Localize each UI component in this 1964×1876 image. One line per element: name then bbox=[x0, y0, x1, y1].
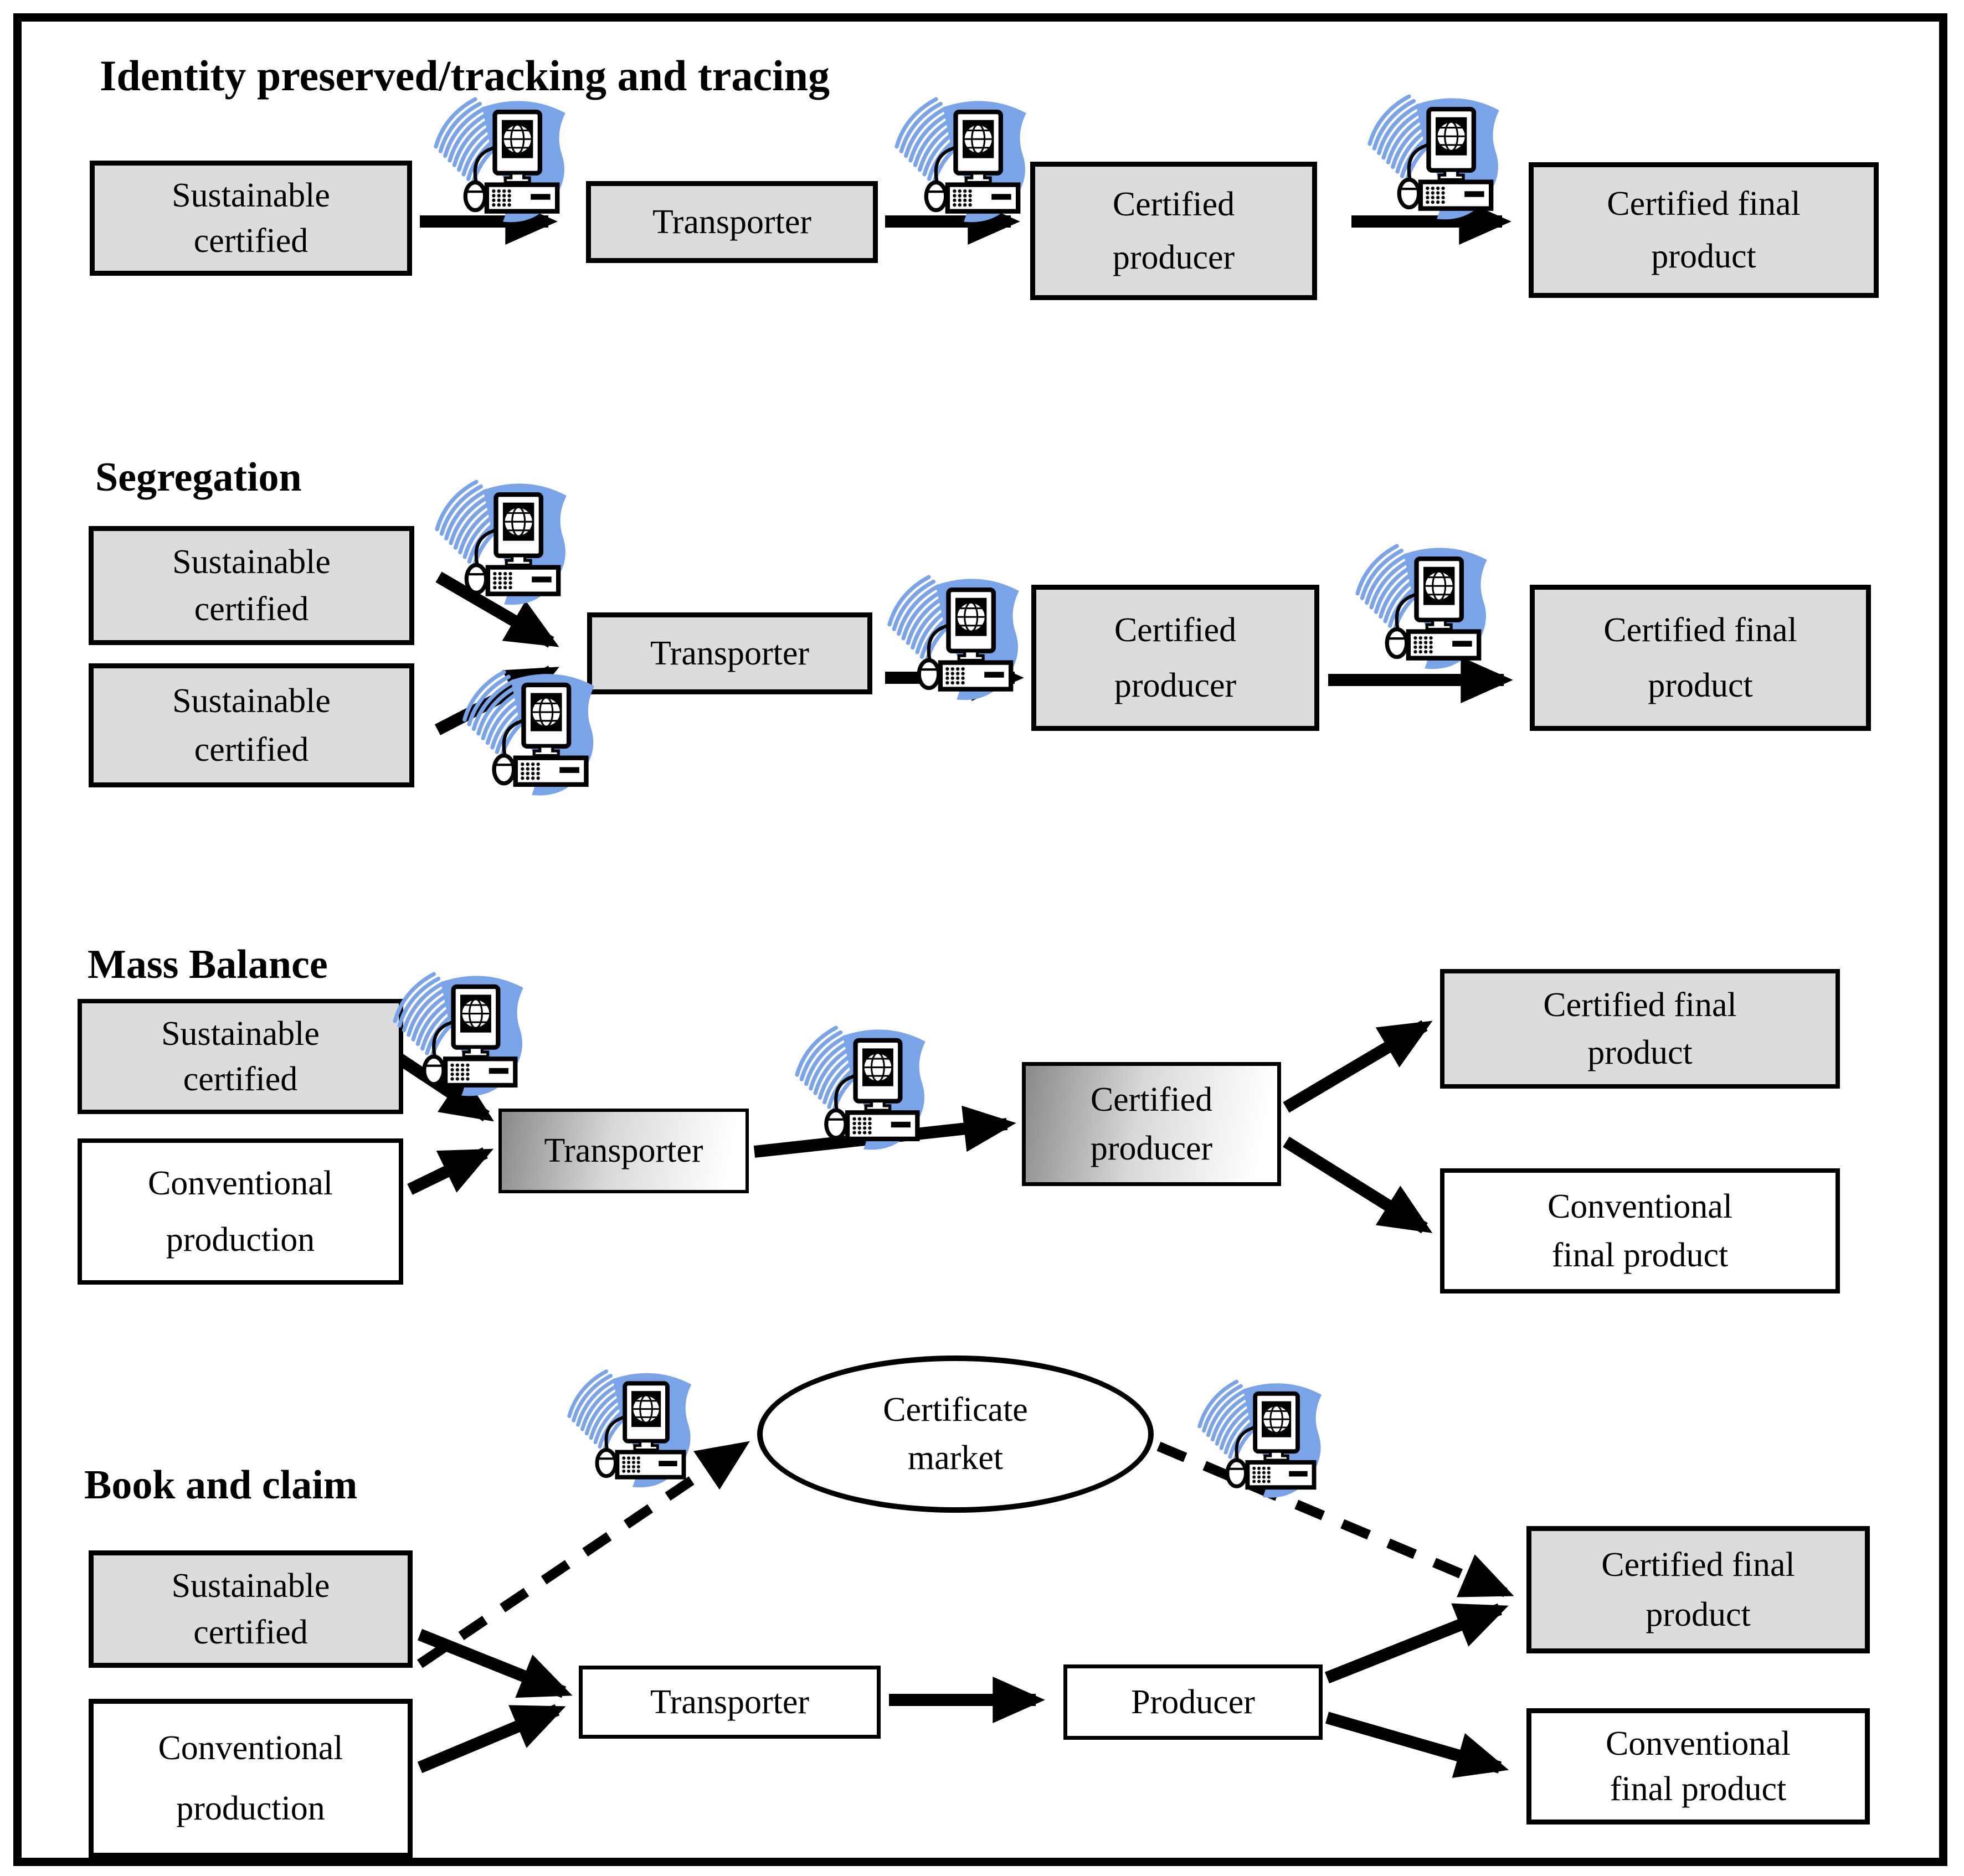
node-label-line: final product bbox=[1551, 1236, 1729, 1275]
node-label-line: Transporter bbox=[652, 203, 812, 241]
node-certified-final-product: Certified final product bbox=[1440, 969, 1840, 1089]
node-certified-producer: Certified producer bbox=[1022, 1062, 1281, 1186]
node-certified-producer: Certified producer bbox=[1031, 585, 1319, 731]
dashed-certificate-arrow bbox=[417, 1441, 750, 1668]
node-label-line: product bbox=[1646, 1595, 1751, 1633]
flow-arrow bbox=[1283, 1136, 1433, 1234]
node-label-line: market bbox=[907, 1439, 1004, 1477]
node-conventional-production: Conventional production bbox=[78, 1138, 403, 1285]
computer-document-icon bbox=[425, 480, 580, 612]
computer-document-icon bbox=[455, 667, 606, 806]
node-label-line: Certified final bbox=[1607, 185, 1801, 223]
flow-arrow bbox=[417, 1628, 573, 1698]
computer-document-icon bbox=[878, 575, 1033, 708]
node-label-line: Conventional bbox=[1547, 1187, 1733, 1225]
node-label-line: product bbox=[1648, 667, 1753, 705]
node-label-line: producer bbox=[1090, 1130, 1213, 1168]
node-label-line: product bbox=[1587, 1033, 1693, 1071]
computer-document-icon bbox=[383, 972, 537, 1104]
computer-document-icon bbox=[885, 97, 1040, 230]
node-producer: Producer bbox=[1063, 1664, 1323, 1740]
dashed-certificate-arrow bbox=[1156, 1441, 1514, 1597]
node-label-line: Certified final bbox=[1601, 1546, 1795, 1584]
node-label-line: Certified bbox=[1090, 1080, 1213, 1119]
node-label-line: Transporter bbox=[544, 1132, 703, 1170]
node-label-line: Sustainable bbox=[171, 1567, 330, 1605]
computer-document-icon bbox=[424, 97, 579, 230]
node-transporter: Transporter bbox=[586, 181, 878, 263]
node-label-line: producer bbox=[1112, 238, 1235, 276]
node-label-line: certified bbox=[194, 730, 309, 769]
computer-document-icon bbox=[1346, 544, 1501, 677]
node-sustainable-certified: Sustainable certified bbox=[90, 161, 412, 276]
node-certified-final-product: Certified final product bbox=[1526, 1526, 1870, 1653]
node-sustainable-certified: Sustainable certified bbox=[89, 1550, 413, 1668]
node-certified-final-product: Certified final product bbox=[1529, 162, 1879, 298]
node-conventional-final-product: Conventional final product bbox=[1440, 1168, 1840, 1293]
node-label-line: Certified final bbox=[1543, 986, 1737, 1024]
node-label-line: Certified bbox=[1114, 611, 1237, 649]
node-label-line: Transporter bbox=[650, 1683, 810, 1721]
node-certificate-market: Certificate market bbox=[757, 1356, 1154, 1513]
flow-arrow bbox=[1324, 1603, 1509, 1684]
flow-arrow bbox=[1325, 1712, 1509, 1778]
node-label-line: product bbox=[1651, 237, 1756, 275]
computer-document-icon bbox=[1191, 1363, 1333, 1521]
section-title-book-and-claim: Book and claim bbox=[84, 1462, 358, 1508]
node-sustainable-certified: Sustainable certified bbox=[78, 999, 403, 1114]
node-label-line: certified bbox=[193, 1613, 308, 1651]
node-label-line: Sustainable bbox=[161, 1014, 320, 1053]
computer-document-icon bbox=[561, 1354, 702, 1509]
node-transporter: Transporter bbox=[587, 612, 872, 694]
node-label-line: Conventional bbox=[147, 1164, 333, 1203]
node-conventional-final-product: Conventional final product bbox=[1526, 1708, 1870, 1825]
flow-arrow bbox=[435, 571, 559, 648]
flow-arrow bbox=[407, 1147, 494, 1195]
node-label-line: production bbox=[176, 1789, 325, 1827]
node-label-line: final product bbox=[1610, 1770, 1787, 1808]
flow-arrow bbox=[1283, 1020, 1433, 1113]
node-label-line: Sustainable bbox=[172, 176, 330, 214]
node-label-line: Sustainable bbox=[172, 682, 331, 720]
node-conventional-production: Conventional production bbox=[89, 1699, 413, 1858]
node-label-line: Producer bbox=[1131, 1683, 1255, 1721]
node-sustainable-certified: Sustainable certified bbox=[89, 663, 414, 787]
node-label-line: Transporter bbox=[650, 634, 810, 672]
node-transporter: Transporter bbox=[579, 1666, 881, 1739]
node-label-line: certified bbox=[193, 221, 309, 260]
node-label-line: Sustainable bbox=[172, 543, 331, 581]
computer-document-icon bbox=[785, 1025, 939, 1157]
section-title-segregation: Segregation bbox=[95, 455, 302, 500]
node-label-line: certified bbox=[194, 590, 309, 628]
node-transporter: Transporter bbox=[498, 1109, 749, 1193]
flow-arrow bbox=[417, 1704, 566, 1774]
computer-document-icon bbox=[1358, 94, 1513, 227]
node-sustainable-certified: Sustainable certified bbox=[89, 526, 414, 645]
node-label-line: Certified final bbox=[1603, 611, 1797, 649]
node-label-line: Certificate bbox=[883, 1391, 1028, 1429]
node-label-line: production bbox=[166, 1220, 315, 1259]
section-title-mass-balance: Mass Balance bbox=[88, 942, 328, 987]
node-label-line: producer bbox=[1114, 667, 1237, 705]
node-label-line: Conventional bbox=[1605, 1724, 1791, 1762]
section-title-identity-preserved: Identity preserved/tracking and tracing bbox=[100, 51, 830, 100]
node-certified-final-product: Certified final product bbox=[1530, 585, 1871, 731]
node-label-line: certified bbox=[183, 1060, 298, 1099]
node-certified-producer: Certified producer bbox=[1030, 162, 1317, 300]
node-label-line: Certified bbox=[1112, 185, 1235, 223]
node-label-line: Conventional bbox=[158, 1729, 343, 1767]
